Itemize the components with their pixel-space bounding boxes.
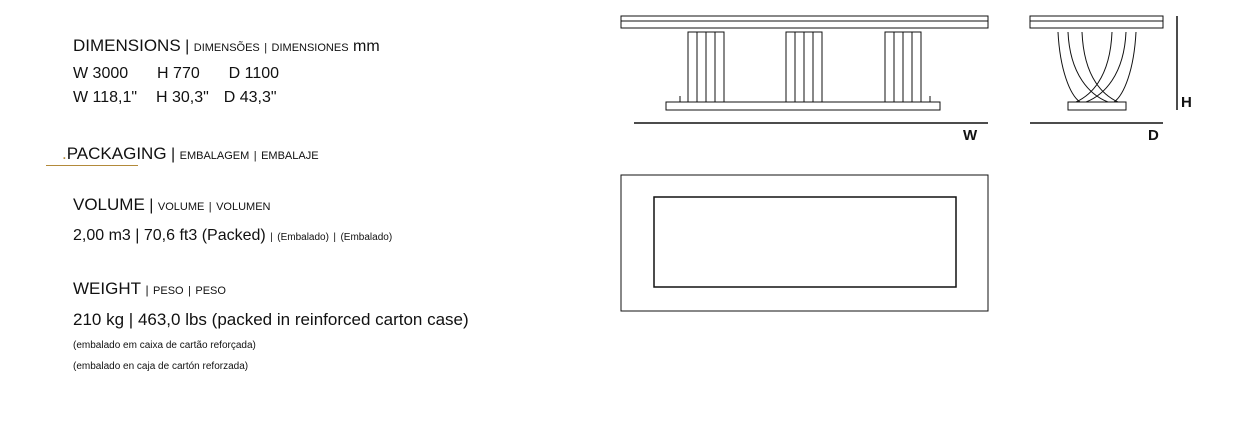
weight-values: 210 kg | 463,0 lbs (packed in reinforced… bbox=[73, 310, 469, 330]
dimensions-heading: DIMENSIONS | DIMENSÕES | DIMENSIONES mm bbox=[73, 36, 380, 56]
packaging-heading: .PACKAGING | EMBALAGEM | EMBALAJE bbox=[62, 144, 319, 164]
height-label: H bbox=[1181, 94, 1192, 111]
metric-height: H 770 bbox=[157, 65, 200, 82]
weight-heading: WEIGHT | PESO | PESO bbox=[73, 279, 226, 299]
volume-es-note: (Embalado) bbox=[340, 232, 393, 243]
dimensions-unit: mm bbox=[353, 38, 380, 55]
separator: | bbox=[128, 310, 134, 329]
volume-title: VOLUME bbox=[73, 195, 145, 214]
packaging-underline bbox=[46, 165, 138, 166]
width-label: W bbox=[963, 127, 978, 144]
weight-es-note: (embalado en caja de cartón reforzada) bbox=[73, 361, 249, 372]
weight-pt: PESO bbox=[153, 285, 184, 297]
volume-es: VOLUMEN bbox=[216, 201, 271, 213]
packaging-dot: . bbox=[62, 144, 67, 163]
separator: | bbox=[208, 201, 212, 213]
packaging-es: EMBALAJE bbox=[261, 150, 319, 162]
metric-depth: D 1100 bbox=[228, 65, 280, 82]
separator: | bbox=[135, 227, 140, 244]
top-view-drawing bbox=[620, 174, 989, 312]
weight-imperial: 463,0 lbs (packed in reinforced carton c… bbox=[137, 310, 469, 329]
dimensions-pt: DIMENSÕES bbox=[193, 42, 260, 54]
separator: | bbox=[253, 150, 257, 162]
depth-label: D bbox=[1148, 127, 1159, 144]
separator: | bbox=[171, 146, 176, 163]
imperial-dimensions: W 118,1" H 30,3" D 43,3" bbox=[73, 89, 277, 107]
separator: | bbox=[264, 42, 268, 54]
metric-dimensions: W 3000 H 770 D 1100 bbox=[73, 65, 279, 83]
packaging-pt: EMBALAGEM bbox=[179, 150, 250, 162]
volume-heading: VOLUME | VOLUME | VOLUMEN bbox=[73, 195, 271, 215]
packaging-title: PACKAGING bbox=[66, 144, 167, 163]
separator: | bbox=[145, 283, 149, 297]
front-view-drawing bbox=[620, 15, 989, 111]
volume-pt-note: (Embalado) bbox=[277, 232, 329, 243]
separator: | bbox=[188, 285, 191, 297]
weight-metric: 210 kg bbox=[73, 310, 125, 329]
separator: | bbox=[185, 38, 190, 55]
side-view-drawing bbox=[1029, 15, 1164, 111]
volume-values: 2,00 m3 | 70,6 ft3 (Packed) | (Embalado)… bbox=[73, 227, 392, 245]
metric-width: W 3000 bbox=[73, 65, 129, 82]
imperial-height: H 30,3" bbox=[155, 89, 209, 106]
volume-imperial: 70,6 ft3 (Packed) bbox=[143, 227, 266, 244]
separator: | bbox=[333, 232, 336, 243]
separator: | bbox=[270, 232, 273, 243]
volume-pt: VOLUME bbox=[157, 201, 205, 213]
separator: | bbox=[149, 197, 154, 214]
weight-title: WEIGHT bbox=[73, 279, 141, 298]
imperial-width: W 118,1" bbox=[73, 89, 138, 106]
dimensions-title: DIMENSIONS bbox=[73, 36, 181, 55]
weight-es: PESO bbox=[195, 285, 226, 297]
dimensions-es: DIMENSIONES bbox=[271, 42, 349, 54]
weight-pt-note: (embalado em caixa de cartão reforçada) bbox=[73, 340, 256, 351]
imperial-depth: D 43,3" bbox=[223, 89, 277, 106]
volume-metric: 2,00 m3 bbox=[73, 227, 131, 244]
